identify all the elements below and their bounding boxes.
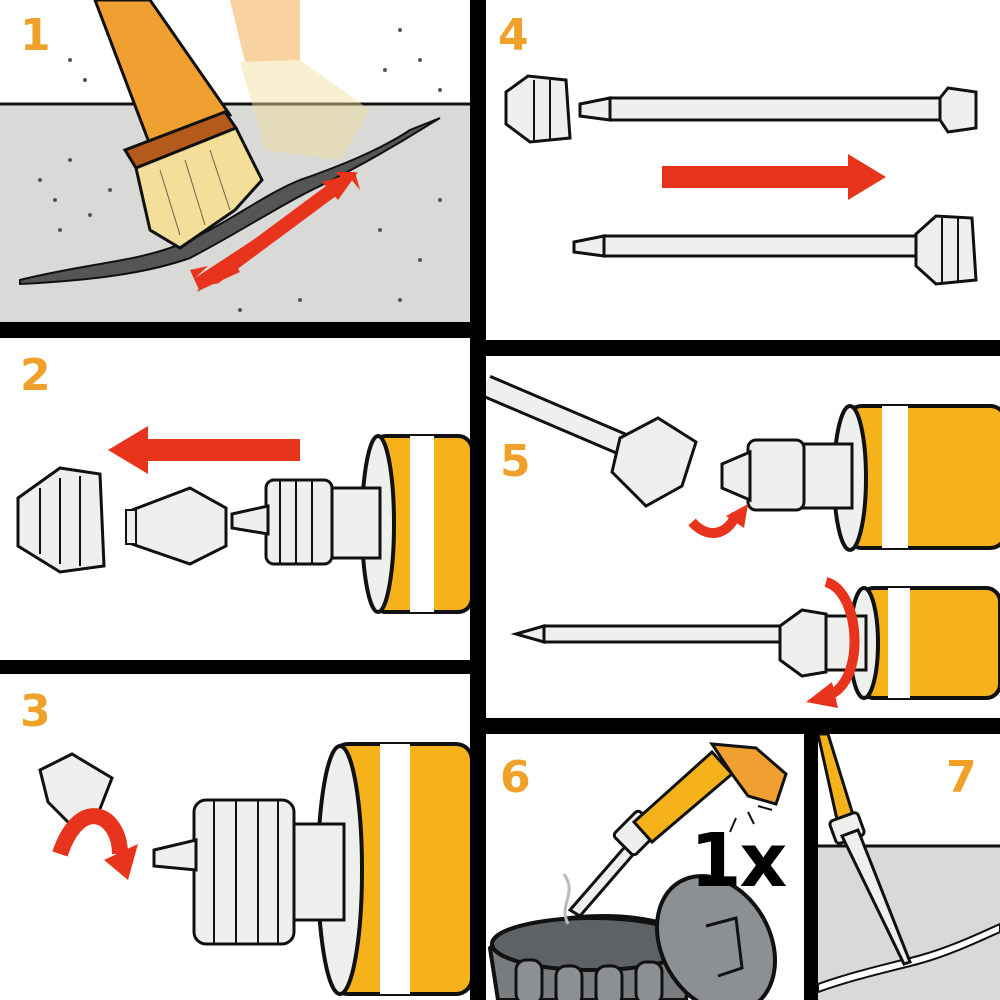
step-6-panel: 6 1x xyxy=(486,734,804,1000)
step-number-6: 6 xyxy=(500,752,531,803)
step-number-1: 1 xyxy=(20,10,51,61)
discard-first-extrusion-icon xyxy=(487,742,788,1000)
step-number-4: 4 xyxy=(498,10,529,61)
step-number-7: 7 xyxy=(946,752,977,803)
step-3-panel: 3 xyxy=(0,674,470,1000)
discard-once-label: 1x xyxy=(690,818,787,904)
step-4-panel: 4 xyxy=(486,0,1000,340)
step-5-panel: 5 xyxy=(486,356,1000,718)
inject-into-crack-icon xyxy=(818,734,1000,1000)
step-2-panel: 2 xyxy=(0,338,470,660)
mixer-screw-on-icon xyxy=(486,374,1000,708)
step-number-3: 3 xyxy=(20,686,51,737)
cartridge-plug-removal-icon xyxy=(38,742,470,996)
step-7-panel: 7 xyxy=(818,734,1000,1000)
brush-cleaning-crack-icon xyxy=(0,0,470,322)
step-number-5: 5 xyxy=(500,436,531,487)
step-number-2: 2 xyxy=(20,350,51,401)
cartridge-cap-removal-icon xyxy=(16,426,470,614)
static-mixer-nut-transfer-icon xyxy=(504,74,978,286)
step-1-panel: 1 xyxy=(0,0,470,322)
